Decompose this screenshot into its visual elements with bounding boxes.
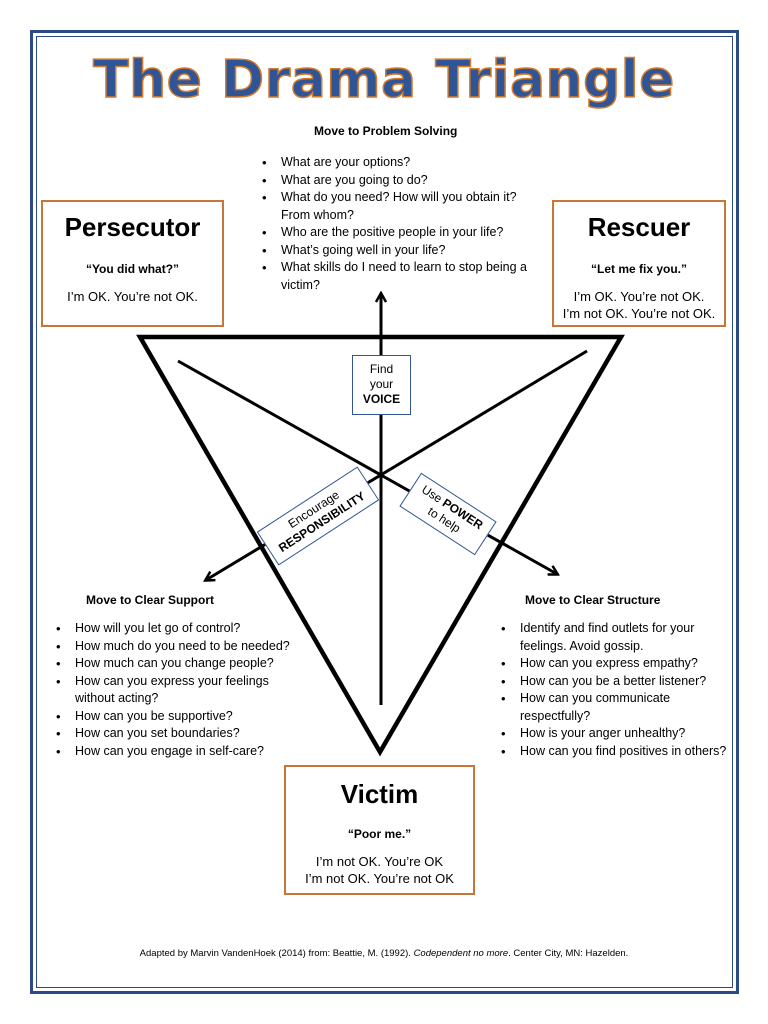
rescuer-title: Rescuer bbox=[587, 212, 691, 242]
list-item: How can you be a better listener? bbox=[497, 673, 729, 691]
victim-box: Victim “Poor me.” I’m not OK. You’re OK … bbox=[284, 765, 475, 895]
list-item: How can you express empathy? bbox=[497, 655, 729, 673]
problem-solving-list: What are your options? What are you goin… bbox=[258, 154, 538, 294]
list-item: What are your options? bbox=[258, 154, 538, 172]
persecutor-quote: “You did what?” bbox=[85, 262, 180, 276]
list-item: Who are the positive people in your life… bbox=[258, 224, 538, 242]
list-item: How can you set boundaries? bbox=[52, 725, 290, 743]
list-item: What skills do I need to learn to stop b… bbox=[258, 259, 538, 294]
list-item: What’s going well in your life? bbox=[258, 242, 538, 260]
page-border-outer bbox=[30, 30, 739, 994]
clear-support-list: How will you let go of control? How much… bbox=[52, 620, 290, 760]
list-item: How much do you need to be needed? bbox=[52, 638, 290, 656]
persecutor-box: Persecutor “You did what?” I’m OK. You’r… bbox=[41, 200, 224, 327]
list-item: How can you express your feelings withou… bbox=[52, 673, 290, 708]
list-item: How can you find positives in others? bbox=[497, 743, 729, 761]
victim-quote: “Poor me.” bbox=[347, 827, 412, 841]
list-item: What are you going to do? bbox=[258, 172, 538, 190]
rescuer-box: Rescuer “Let me fix you.” I’m OK. You’re… bbox=[552, 200, 726, 327]
persecutor-title: Persecutor bbox=[64, 212, 201, 242]
list-item: Identify and find outlets for your feeli… bbox=[497, 620, 729, 655]
structure-arrow bbox=[177, 359, 557, 574]
page-border-inner bbox=[36, 36, 733, 988]
list-item: How can you engage in self-care? bbox=[52, 743, 290, 761]
clear-support-heading: Move to Clear Support bbox=[86, 593, 215, 607]
victim-stance-1: I’m not OK. You’re OK bbox=[315, 854, 444, 869]
victim-title: Victim bbox=[340, 779, 419, 809]
clear-structure-list: Identify and find outlets for your feeli… bbox=[497, 620, 729, 760]
list-item: How much can you change people? bbox=[52, 655, 290, 673]
list-item: How is your anger unhealthy? bbox=[497, 725, 729, 743]
list-item: How will you let go of control? bbox=[52, 620, 290, 638]
find-voice-label: Find your VOICE bbox=[352, 355, 411, 415]
rescuer-stance-1: I’m OK. You’re not OK. bbox=[573, 289, 705, 304]
rescuer-quote: “Let me fix you.” bbox=[590, 262, 688, 276]
citation: Adapted by Marvin VandenHoek (2014) from… bbox=[139, 948, 629, 959]
list-item: How can you be supportive? bbox=[52, 708, 290, 726]
persecutor-stance: I’m OK. You’re not OK. bbox=[67, 289, 198, 304]
victim-stance-2: I’m not OK. You’re not OK bbox=[305, 871, 454, 886]
problem-solving-heading: Move to Problem Solving bbox=[314, 124, 458, 138]
rescuer-stance-2: I’m not OK. You’re not OK. bbox=[562, 306, 716, 321]
list-item: What do you need? How will you obtain it… bbox=[258, 189, 538, 224]
clear-structure-heading: Move to Clear Structure bbox=[525, 593, 661, 607]
page-title: The Drama Triangle bbox=[92, 49, 675, 111]
list-item: How can you communicate respectfully? bbox=[497, 690, 729, 725]
